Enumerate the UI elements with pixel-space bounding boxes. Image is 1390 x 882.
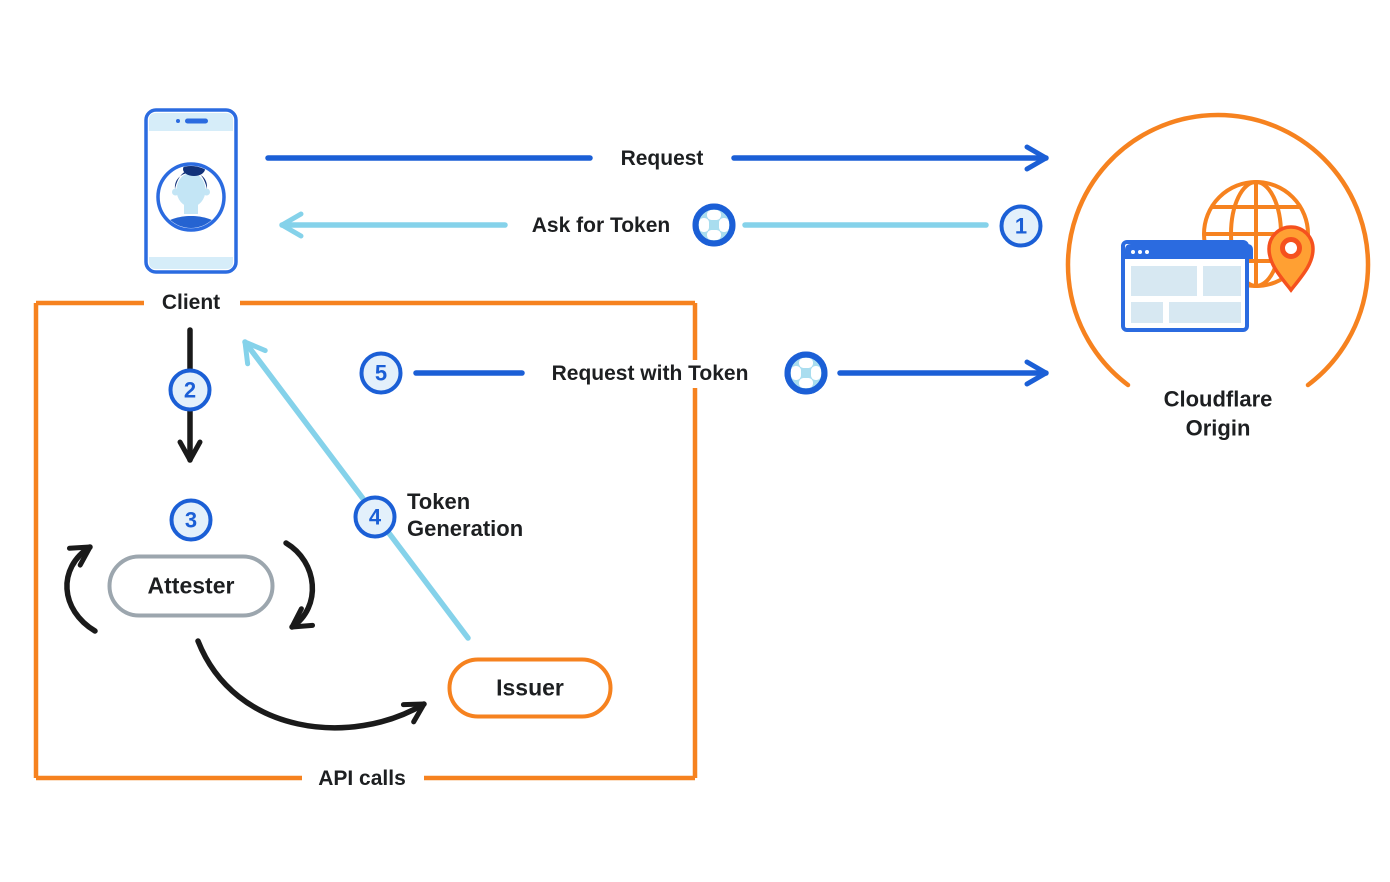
issuer-label: Issuer xyxy=(496,674,564,701)
api-calls-label: API calls xyxy=(308,765,416,793)
request-with-token-arrow-label: Request with Token xyxy=(541,360,759,388)
token-generation-label: Token Generation xyxy=(407,489,523,543)
token-generation-label-line2: Generation xyxy=(407,516,524,541)
step-badge-4: 4 xyxy=(353,495,397,539)
token-generation-arrow xyxy=(242,339,471,641)
request-arrow-label: Request xyxy=(620,147,704,170)
token-icon xyxy=(696,207,733,244)
step-badge-5: 5 xyxy=(359,351,403,395)
step-badge-1: 1 xyxy=(999,204,1043,248)
smartphone-user-icon xyxy=(144,108,238,274)
browser-window-icon xyxy=(1121,240,1253,332)
cloudflare-origin-label: Cloudflare Origin xyxy=(1164,385,1273,442)
location-pin-icon xyxy=(1267,225,1315,293)
origin-circle xyxy=(1065,112,1371,388)
attestation-cycle-arrows xyxy=(64,540,427,731)
token-icon xyxy=(788,355,825,392)
cloudflare-origin-label-line2: Origin xyxy=(1185,415,1251,440)
step-badge-3: 3 xyxy=(169,498,213,542)
attester-node: Attester xyxy=(107,554,275,618)
ask-for-token-arrow-label: Ask for Token xyxy=(531,214,671,237)
step-badge-2: 2 xyxy=(168,368,212,412)
issuer-node: Issuer xyxy=(447,657,613,719)
token-generation-label-line1: Token xyxy=(407,489,471,515)
cloudflare-origin-label-line1: Cloudflare xyxy=(1163,386,1273,412)
attester-label: Attester xyxy=(147,572,235,599)
client-label: Client xyxy=(151,289,231,317)
